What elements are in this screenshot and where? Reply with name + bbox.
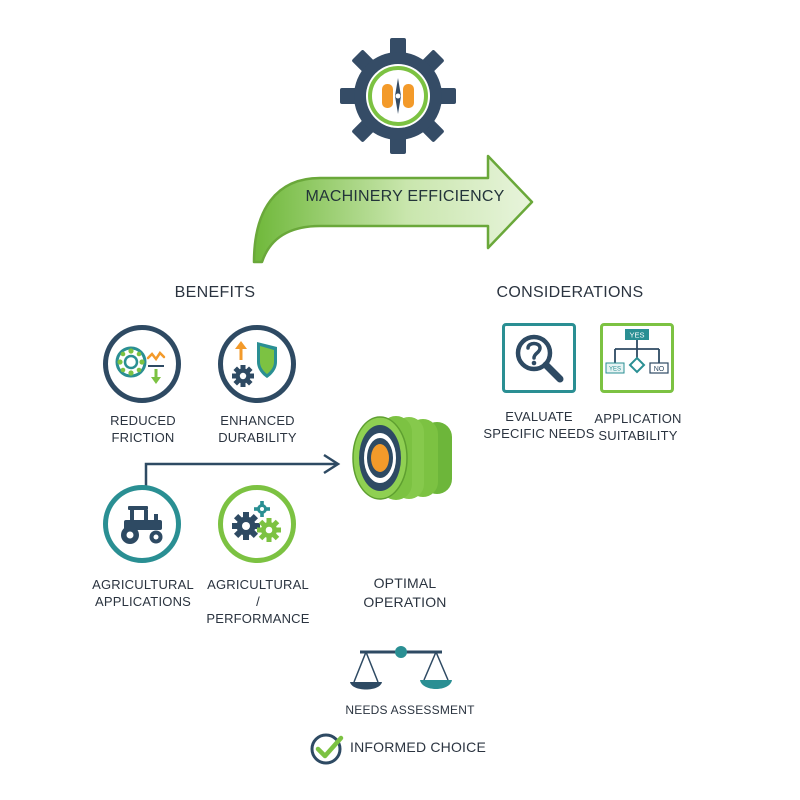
banner-label: Machinery Efficiency [305,188,505,205]
reduced-friction-line1: Reduced [110,413,176,428]
tractor-icon [121,506,163,544]
evaluate-needs-label: Evaluate Specific Needs [483,408,595,442]
informed-choice-label: Informed Choice [350,739,486,755]
decision-flowchart-icon: YES YES NO [605,329,669,374]
optimal-operation-label: Optimal Operation [350,574,460,612]
reduced-friction-node [103,325,181,403]
agricultural-applications-label: Agricultural Applications [88,576,198,610]
benefits-heading: Benefits [174,284,256,301]
magnifier-question-icon [515,334,564,383]
enhanced-durability-node [218,325,296,403]
gears-icon [232,501,281,542]
optimal-operation-line1: Optimal [373,575,437,591]
enhanced-durability-label: Enhanced Durability [205,412,310,446]
flow-yes-top: YES [629,331,644,340]
agricultural-performance-node [218,485,296,563]
evaluate-needs-line2: Specific Needs [483,426,595,441]
evaluate-needs-line1: Evaluate [505,409,573,424]
agricultural-performance-label: Agricultural / Performance [203,576,313,627]
roller-bearing-icon [350,410,460,505]
enhanced-durability-line2: Durability [218,430,297,445]
application-suitability-line2: Suitability [598,428,678,443]
application-suitability-node: YES YES NO [600,323,674,393]
application-suitability-label: Application Suitability [584,410,692,444]
flow-yes-small: YES [609,367,621,373]
optimal-operation-line2: Operation [363,594,447,610]
agricultural-applications-line2: Applications [94,594,192,609]
shield-gear-icon [232,341,277,387]
agricultural-applications-node [103,485,181,563]
agricultural-performance-line1: Agricultural [207,577,309,592]
agricultural-applications-line1: Agricultural [92,577,194,592]
needs-assessment-label: Needs Assessment [345,703,475,717]
gear-compass-icon [340,38,456,154]
considerations-heading: Considerations [496,284,644,301]
evaluate-needs-node [502,323,576,393]
balance-scale-icon [346,640,456,700]
connector-arrow [140,452,350,492]
checkmark-circle-icon [309,730,345,766]
enhanced-durability-line1: Enhanced [220,413,295,428]
reduced-friction-label: Reduced Friction [93,412,193,446]
bearing-icon [115,346,166,384]
agricultural-performance-line2: / Performance [206,594,310,626]
application-suitability-line1: Application [594,411,682,426]
machinery-efficiency-banner [250,150,540,265]
reduced-friction-line2: Friction [111,430,175,445]
flow-no: NO [654,366,665,373]
